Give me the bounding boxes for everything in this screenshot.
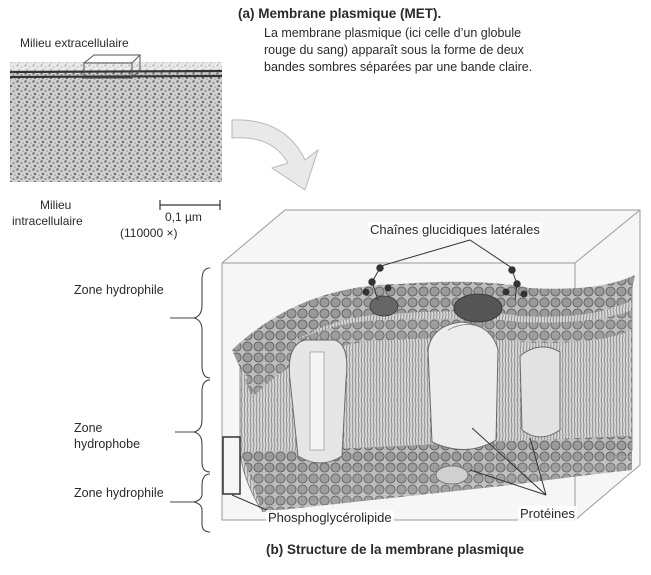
zone-hydrophile-bottom: Zone hydrophile xyxy=(74,485,164,501)
transition-arrow xyxy=(232,120,318,190)
zone-hydrophobe: Zone hydrophobe xyxy=(74,420,164,453)
intracellular-label-line1: Milieu xyxy=(40,198,71,213)
zone-braces xyxy=(170,268,210,532)
panel-a-title: (a) Membrane plasmique (MET). xyxy=(238,6,441,23)
scale-value: 0,1 µm xyxy=(165,210,202,225)
extracellular-label: Milieu extracellulaire xyxy=(20,36,129,51)
glycan-chains-label: Chaînes glucidiques latérales xyxy=(368,222,542,238)
micrograph xyxy=(10,55,222,182)
intracellular-label-line2: intracellulaire xyxy=(12,214,83,229)
scale-bar xyxy=(160,200,220,210)
panel-b-title: (b) Structure de la membrane plasmique xyxy=(266,542,524,559)
membrane-block xyxy=(222,210,640,520)
phospholipid-label: Phosphoglycérolipide xyxy=(266,510,394,526)
magnification: (110000 ×) xyxy=(120,226,178,241)
zone-hydrophile-top: Zone hydrophile xyxy=(74,282,164,298)
proteins-label: Protéines xyxy=(518,506,577,522)
panel-a-description: La membrane plasmique (ici celle d’un gl… xyxy=(264,25,554,76)
